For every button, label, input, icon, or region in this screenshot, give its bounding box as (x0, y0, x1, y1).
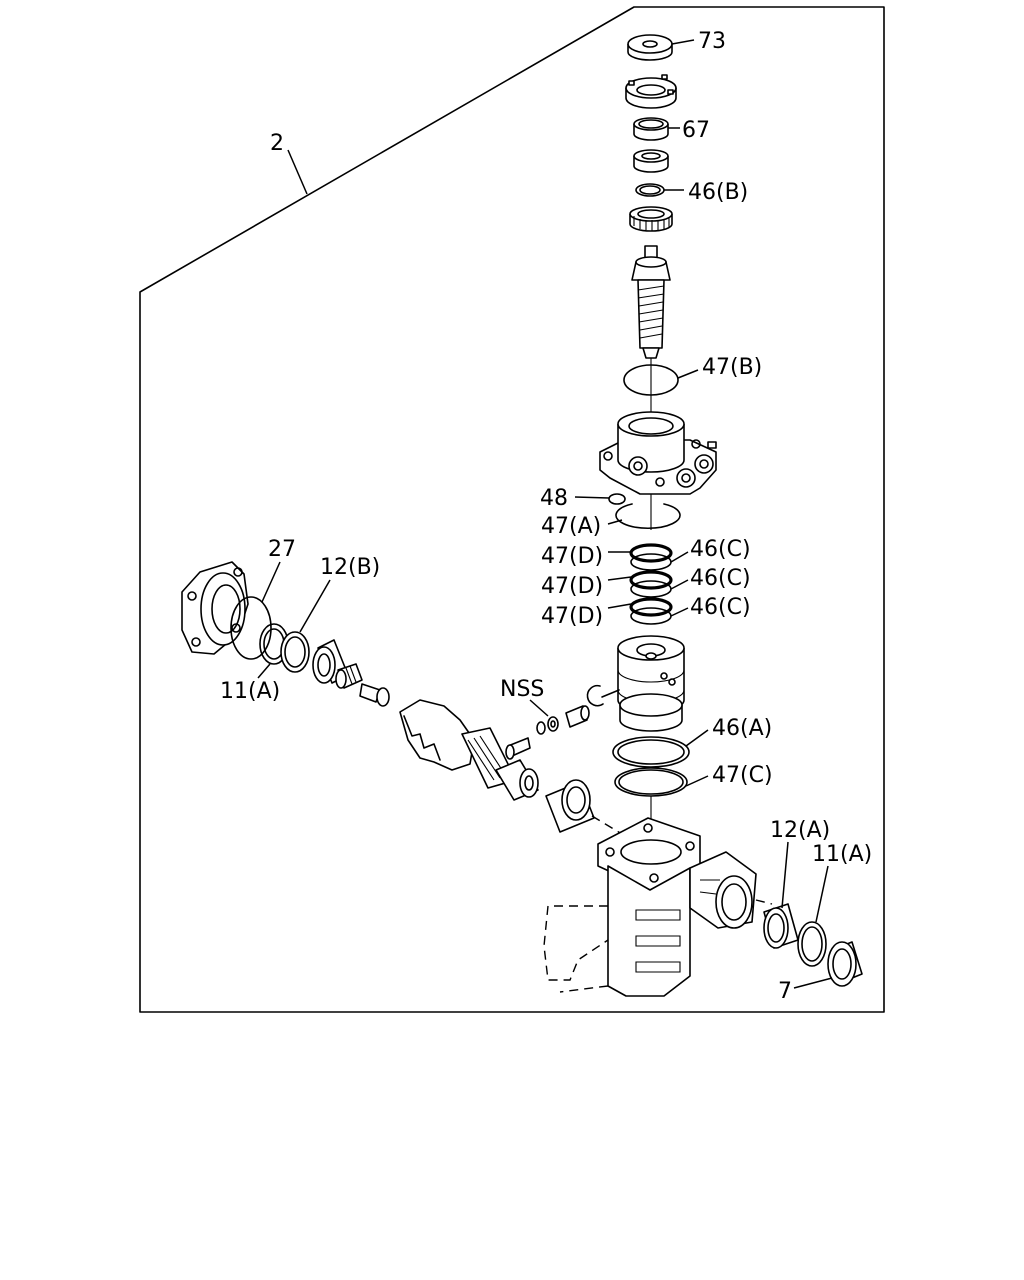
part-12B-bearing (280, 631, 310, 673)
bolt (505, 737, 531, 760)
part-47A-snap-ring (615, 503, 681, 530)
side-cover (181, 561, 249, 655)
leader-lines (257, 39, 833, 989)
label-47D-2: 47(D) (541, 574, 603, 599)
valve-housing (599, 411, 717, 495)
part-12A-bearing (763, 903, 799, 949)
part-27-o-ring (230, 596, 272, 660)
label-46B: 46(B) (688, 180, 748, 205)
label-47A: 47(A) (541, 514, 601, 539)
part-47C-ring-inner (618, 769, 684, 795)
part-73-washer (627, 34, 673, 61)
dashed-guide-sector (591, 815, 623, 835)
part-NSS-small-parts (536, 684, 620, 735)
label-47B: 47(B) (702, 355, 762, 380)
part-48-o-ring (608, 493, 626, 505)
label-assembly-2: 2 (270, 131, 284, 156)
needle-bearing-lower (545, 779, 595, 833)
label-NSS: NSS (500, 677, 544, 702)
label-46A: 46(A) (712, 716, 772, 741)
part-46A-ring (612, 736, 690, 768)
dashed-guide-housing (755, 899, 773, 905)
rotary-valve (617, 635, 685, 732)
label-27: 27 (268, 537, 296, 562)
adjusting-nut (625, 74, 677, 109)
label-67: 67 (682, 118, 710, 143)
label-48: 48 (540, 486, 568, 511)
part-46A-ring-inner (617, 739, 685, 765)
assembly-leader (287, 149, 308, 195)
bearing-race (633, 149, 669, 173)
label-11A-left: 11(A) (220, 679, 280, 704)
label-7: 7 (778, 979, 792, 1004)
sector-shaft (399, 699, 539, 801)
label-47C: 47(C) (712, 763, 773, 788)
label-12B: 12(B) (320, 555, 380, 580)
part-46B-o-ring (635, 183, 665, 197)
label-46C-2: 46(C) (690, 566, 751, 591)
label-47D-3: 47(D) (541, 604, 603, 629)
part-7-ring (827, 941, 863, 987)
seal-ring-stack (629, 543, 673, 625)
worm-shaft (631, 245, 671, 359)
label-73: 73 (698, 29, 726, 54)
part-47C-ring (614, 767, 688, 797)
part-67-ring (633, 117, 669, 141)
label-47D-1: 47(D) (541, 544, 603, 569)
label-46C-3: 46(C) (690, 595, 751, 620)
label-12A: 12(A) (770, 818, 830, 843)
label-46C-1: 46(C) (690, 537, 751, 562)
label-11A-right: 11(A) (812, 842, 872, 867)
gear-housing (543, 817, 757, 997)
part-11A-seal-right (797, 921, 827, 967)
adjusting-screw (335, 663, 390, 707)
assembly-boundary (139, 6, 885, 1013)
needle-bearing (629, 206, 673, 232)
